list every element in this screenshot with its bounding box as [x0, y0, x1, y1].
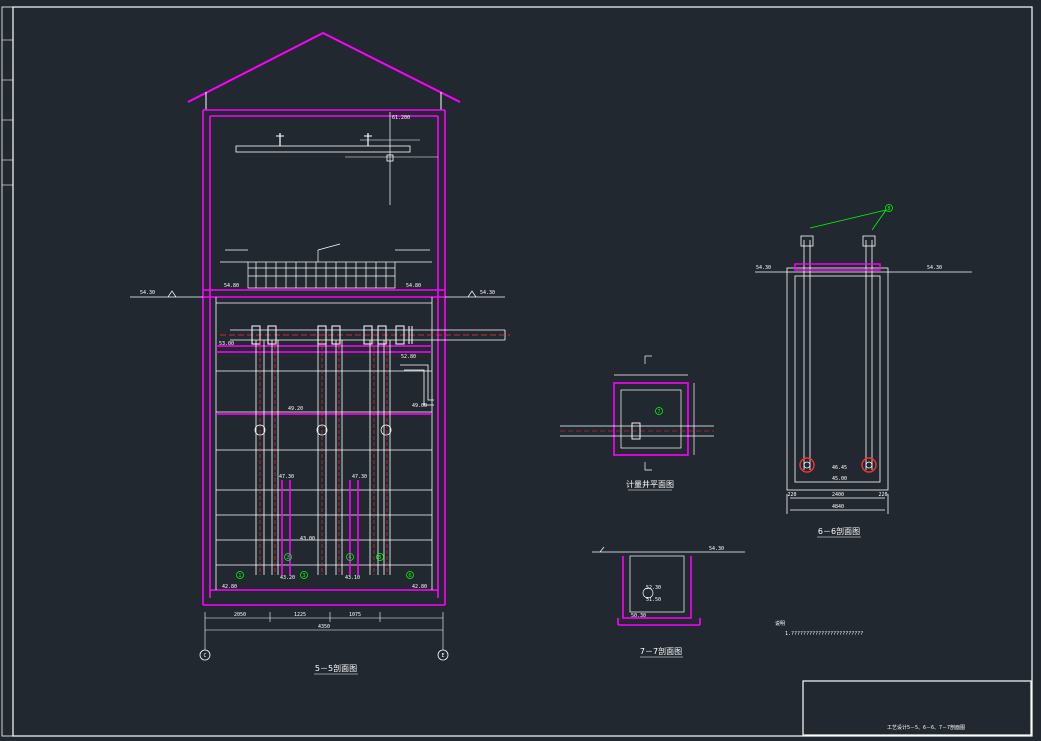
s77-elev-a: 52.30 [646, 585, 661, 591]
section-6-6-title: 6－6剖面图 [818, 526, 860, 536]
elev-left: 54.30 [140, 290, 155, 296]
callout-markers [236, 553, 414, 579]
s66-dim-3: 220 [878, 492, 887, 498]
s77-elev: 54.30 [709, 546, 724, 552]
elev-a: 43.20 [280, 575, 295, 581]
section-7-7-title: 7－7剖面图 [640, 646, 682, 656]
s66-dim-2: 2400 [832, 492, 844, 498]
callout-6: 6 [408, 573, 411, 579]
dim-bottom-3: 1075 [349, 612, 361, 618]
dim-bottom-2: 1225 [294, 612, 306, 618]
s66-elev-bottom: 45.00 [832, 476, 847, 482]
dim-total: 4350 [318, 624, 330, 630]
elev-bottom-left: 42.80 [222, 584, 237, 590]
dim-bottom-1: 2050 [234, 612, 246, 618]
grid-left: C [203, 653, 206, 659]
callout-8: 8 [887, 206, 890, 212]
title-block-text: 工艺设计5－5、6－6、7－7剖面图 [887, 724, 965, 731]
s66-elev-left: 54.30 [756, 265, 771, 271]
grid-right: E [441, 653, 444, 659]
section-5-5: 61.200 [130, 31, 510, 675]
s66-dim-total: 4840 [832, 504, 844, 510]
elev-mid-2: 49.00 [412, 403, 427, 409]
crane-beam [235, 112, 438, 205]
notes: 说明 1.???????????????????????? [775, 620, 863, 637]
notes-line-1: 1.???????????????????????? [785, 631, 863, 637]
meter-well-title: 计量井平面图 [626, 479, 674, 489]
elev-b: 43.10 [345, 575, 360, 581]
railing [220, 243, 432, 289]
elev-right: 54.30 [480, 290, 495, 296]
elev-floor-right: 54.80 [406, 283, 421, 289]
drawing-frame [1, 6, 1033, 737]
title-block: 工艺设计5－5、6－6、7－7剖面图 [802, 680, 1032, 736]
elev-floor-left: 54.80 [224, 283, 239, 289]
elev-pipe-right: 52.80 [401, 354, 416, 360]
meter-well-plan: 7 计量井平面图 [560, 355, 714, 491]
callout-4: 4 [348, 555, 351, 561]
s66-elev-right: 54.30 [927, 265, 942, 271]
callout-2: 2 [286, 555, 289, 561]
s66-dim-1: 220 [787, 492, 796, 498]
callout-7: 7 [657, 409, 660, 415]
roof-outline [187, 31, 461, 103]
elev-top: 61.200 [392, 115, 410, 121]
vertical-pipes [255, 340, 434, 575]
notes-heading: 说明 [775, 620, 785, 627]
section-6-6: 8 54.30 54.30 46.45 45.00 220 2400 220 4… [755, 204, 972, 538]
callout-5: 5 [378, 555, 381, 561]
callout-3: 3 [302, 573, 305, 579]
elev-low-2: 47.30 [352, 474, 367, 480]
elev-pipe: 53.00 [219, 341, 234, 347]
s77-elev-b: 51.50 [646, 597, 661, 603]
s66-elev-pipe: 46.45 [832, 465, 847, 471]
elev-low-1: 47.30 [279, 474, 294, 480]
callout-1: 1 [238, 573, 241, 579]
elev-mid-1: 49.20 [288, 406, 303, 412]
section-7-7: 54.30 52.30 51.50 50.30 7－7剖面图 [592, 546, 745, 658]
elev-c: 43.00 [300, 536, 315, 542]
section-5-5-title: 5－5剖面图 [315, 663, 357, 673]
s77-elev-c: 50.30 [631, 613, 646, 619]
elev-bottom-right: 42.80 [412, 584, 427, 590]
